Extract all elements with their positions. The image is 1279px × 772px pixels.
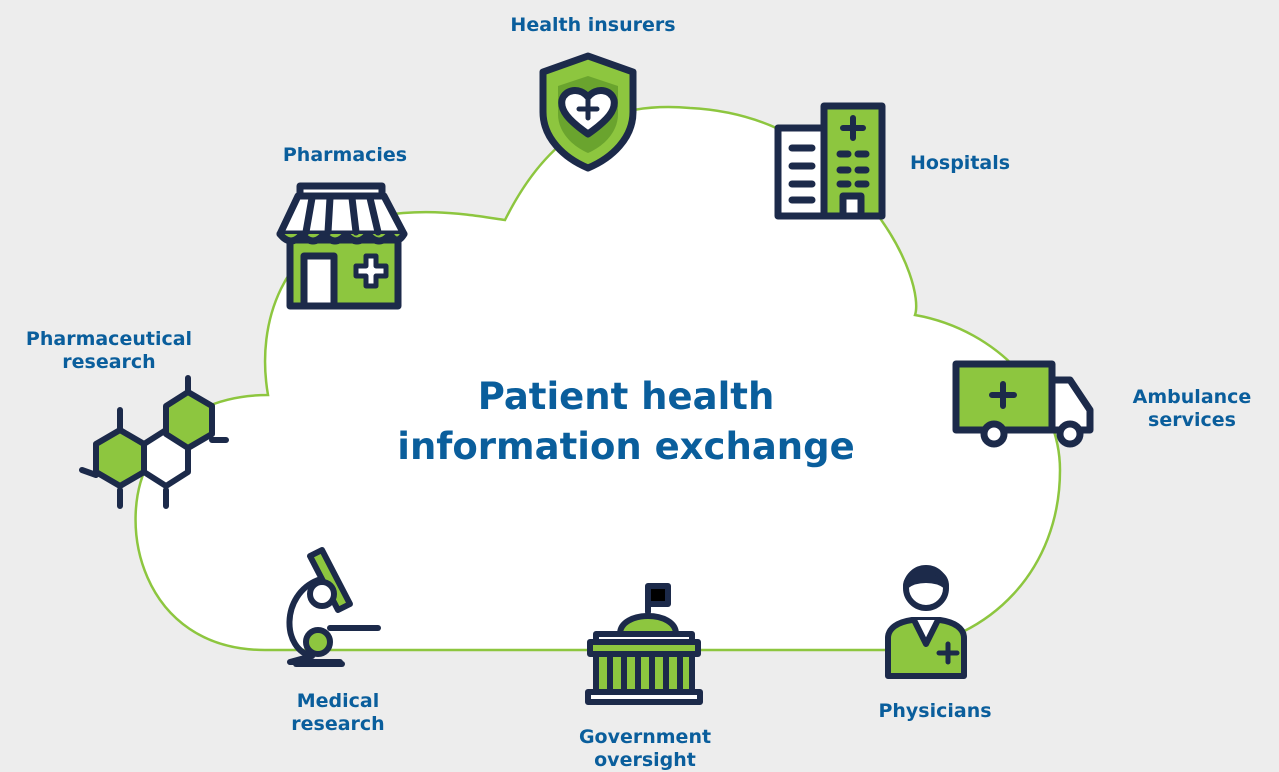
physicians-label: Physicians	[878, 700, 992, 722]
shield-heart-icon	[539, 52, 637, 172]
diagram-title-line2: information exchange	[397, 425, 855, 468]
health-insurers-label: Health insurers	[510, 14, 676, 36]
microscope-icon	[286, 547, 381, 667]
government-oversight-label: Government oversight	[578, 726, 712, 771]
diagram-title-line1: Patient health	[477, 375, 775, 418]
doctor-icon	[885, 565, 967, 679]
hospitals-label: Hospitals	[909, 152, 1011, 174]
medical-research-label: Medical research	[291, 690, 385, 735]
capitol-building-icon	[585, 583, 703, 705]
pharmacies-label: Pharmacies	[282, 144, 408, 166]
ambulance-services-label: Ambulance services	[1132, 386, 1252, 431]
hospital-building-icon	[774, 102, 886, 220]
diagram-title: Patient health information exchange	[366, 372, 886, 472]
ambulance-icon	[952, 360, 1094, 448]
pharmacy-store-icon	[276, 182, 408, 310]
molecule-icon	[79, 375, 229, 509]
pharmaceutical-research-label: Pharmaceutical research	[25, 328, 193, 373]
